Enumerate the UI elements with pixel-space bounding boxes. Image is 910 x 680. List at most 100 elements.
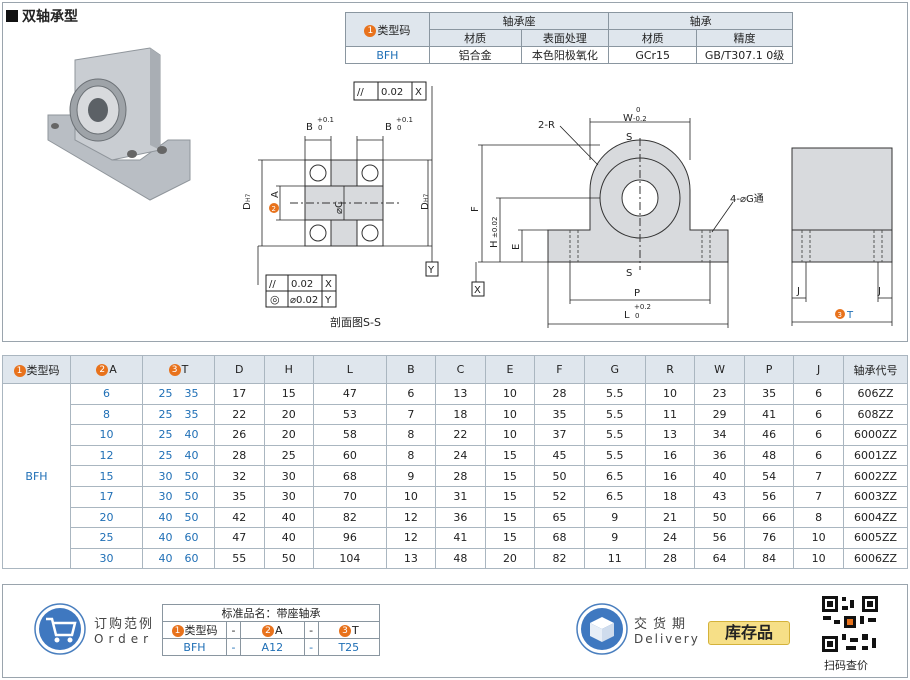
table-cell: 82 bbox=[313, 506, 387, 529]
table-cell: 12 bbox=[385, 527, 437, 549]
table-cell: 23 bbox=[694, 383, 745, 405]
table-cell: 6 bbox=[793, 403, 844, 426]
qr-code-icon[interactable] bbox=[820, 594, 880, 654]
table-cell: 43 bbox=[694, 485, 745, 508]
table-cell: 5.5 bbox=[583, 383, 646, 405]
table-cell: 58 bbox=[313, 424, 387, 446]
table-cell: 47 bbox=[313, 383, 387, 405]
table-cell: 28 bbox=[534, 383, 585, 405]
table-cell: 22 bbox=[214, 403, 265, 426]
table-cell: 45 bbox=[534, 444, 585, 467]
section-label: 剖面图S-S bbox=[330, 315, 381, 329]
svg-text:0: 0 bbox=[636, 106, 640, 114]
svg-text:Y: Y bbox=[427, 265, 435, 276]
table-cell: 36 bbox=[435, 506, 486, 529]
svg-text:4-⌀G通: 4-⌀G通 bbox=[730, 193, 764, 205]
table-cell: 5.5 bbox=[583, 403, 646, 426]
svg-text:⌀C: ⌀C bbox=[334, 201, 345, 214]
table-cell: 20 bbox=[484, 547, 536, 570]
delivery-cn: 交货期 bbox=[634, 617, 692, 632]
table-cell: 5.5 bbox=[583, 424, 646, 446]
table-cell: 15 bbox=[484, 444, 536, 467]
table-cell: 6004ZZ bbox=[843, 506, 908, 529]
table-cell: 11 bbox=[583, 547, 646, 570]
table-cell: 40 bbox=[694, 465, 745, 487]
side-view bbox=[791, 147, 893, 326]
table-cell: 24 bbox=[644, 527, 696, 549]
table-cell: 11 bbox=[644, 403, 696, 426]
table-cell: 84 bbox=[743, 547, 795, 570]
table-cell: 25 bbox=[263, 444, 315, 467]
table-cell: 36 bbox=[694, 444, 745, 467]
table-cell: 29 bbox=[694, 403, 745, 426]
table-cell: 50 bbox=[694, 506, 745, 529]
section-view bbox=[257, 86, 433, 285]
table-cell: 20 bbox=[70, 506, 143, 529]
table-cell: 7 bbox=[793, 485, 844, 508]
table-cell: 96 bbox=[313, 527, 387, 549]
table-cell: 41 bbox=[435, 527, 486, 549]
svg-text:B: B bbox=[385, 122, 392, 133]
table-cell: 8 bbox=[385, 424, 437, 446]
table-cell: 28 bbox=[214, 444, 265, 467]
svg-text:3: 3 bbox=[838, 311, 842, 319]
table-cell: 9 bbox=[385, 465, 437, 487]
table-cell: 42 bbox=[214, 506, 265, 529]
table-cell: 6 bbox=[70, 383, 143, 405]
front-view bbox=[475, 118, 734, 328]
svg-text://: // bbox=[357, 87, 364, 98]
table-cell: 15 bbox=[484, 527, 536, 549]
table-cell: 15 bbox=[263, 383, 315, 405]
table-cell: 68 bbox=[534, 527, 585, 549]
table-cell: 10 bbox=[793, 547, 844, 570]
table-cell: 10 bbox=[484, 403, 536, 426]
table-cell: 30 bbox=[263, 485, 315, 508]
stock-badge: 库存品 bbox=[708, 621, 790, 645]
table-cell: 54 bbox=[743, 465, 795, 487]
svg-text:D: D bbox=[420, 202, 431, 210]
table-cell: 64 bbox=[694, 547, 745, 570]
table-cell: 8 bbox=[385, 444, 437, 467]
table-cell: 16 bbox=[644, 465, 696, 487]
table-cell: 31 bbox=[435, 485, 486, 508]
table-cell: 15 bbox=[70, 465, 143, 487]
svg-text:H7: H7 bbox=[423, 193, 430, 202]
table-cell: 20 bbox=[263, 403, 315, 426]
table-cell: 6001ZZ bbox=[843, 444, 908, 467]
table-cell: 66 bbox=[743, 506, 795, 529]
table-cell: 6.5 bbox=[583, 465, 646, 487]
table-cell: 10 bbox=[70, 424, 143, 446]
table-cell: 6 bbox=[385, 383, 437, 405]
table-cell: 40 bbox=[263, 527, 315, 549]
table-cell: 35 bbox=[534, 403, 585, 426]
type-cell: BFH bbox=[2, 382, 71, 570]
table-cell: 6 bbox=[793, 424, 844, 446]
table-cell: 13 bbox=[435, 383, 486, 405]
table-cell: 50 bbox=[534, 465, 585, 487]
svg-text:Y: Y bbox=[324, 295, 332, 306]
table-cell: 34 bbox=[694, 424, 745, 446]
table-cell: 46 bbox=[743, 424, 795, 446]
table-cell: 8 bbox=[793, 506, 844, 529]
table-cell: 65 bbox=[534, 506, 585, 529]
svg-text:H: H bbox=[489, 240, 500, 248]
table-cell: 15 bbox=[484, 465, 536, 487]
tolerance-frame-bottom: // 0.02 X ◎ ⌀0.02 Y bbox=[265, 274, 337, 308]
table-cell: 8 bbox=[70, 403, 143, 426]
table-cell: 55 bbox=[214, 547, 265, 570]
table-cell: 35 bbox=[743, 383, 795, 405]
table-cell: 7 bbox=[793, 465, 844, 487]
svg-text:⌀0.02: ⌀0.02 bbox=[290, 295, 318, 306]
table-cell: 606ZZ bbox=[843, 383, 908, 405]
table-cell: 70 bbox=[313, 485, 387, 508]
